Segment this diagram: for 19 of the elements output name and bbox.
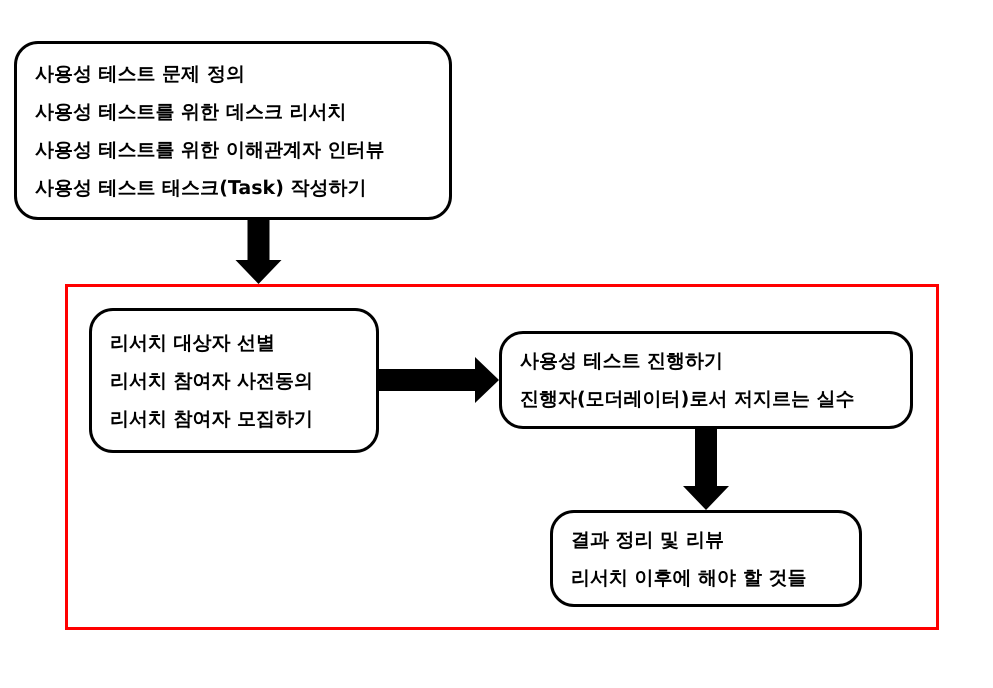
topic-text: 사용성 테스트를 위한 이해관계자 인터뷰: [35, 138, 386, 162]
arrow: [683, 429, 729, 510]
topic-text: 리서치 참여자 사전동의: [110, 368, 314, 394]
topic-text: 진행자(모더레이터)로서 저지르는 실수: [520, 387, 856, 412]
topic-box: [89, 308, 379, 453]
topic-text: 결과 정리 및 리뷰: [571, 528, 725, 552]
arrow: [379, 357, 499, 403]
topic-text: 사용성 테스트 진행하기: [520, 349, 724, 374]
topic-text: 리서치 대상자 선별: [110, 330, 276, 356]
topic-text: 리서치 참여자 모집하기: [110, 406, 314, 432]
topic-text: 사용성 테스트 태스크(Task) 작성하기: [35, 176, 368, 200]
topic-text: 사용성 테스트 문제 정의: [35, 62, 246, 86]
topic-text: 사용성 테스트를 위한 데스크 리서치: [35, 100, 348, 124]
topic-box: [14, 41, 452, 220]
topic-box: [550, 510, 862, 607]
topic-box: [499, 331, 913, 429]
topic-text: 리서치 이후에 해야 할 것들: [571, 566, 808, 590]
frame: [65, 284, 939, 630]
arrow: [236, 220, 282, 284]
